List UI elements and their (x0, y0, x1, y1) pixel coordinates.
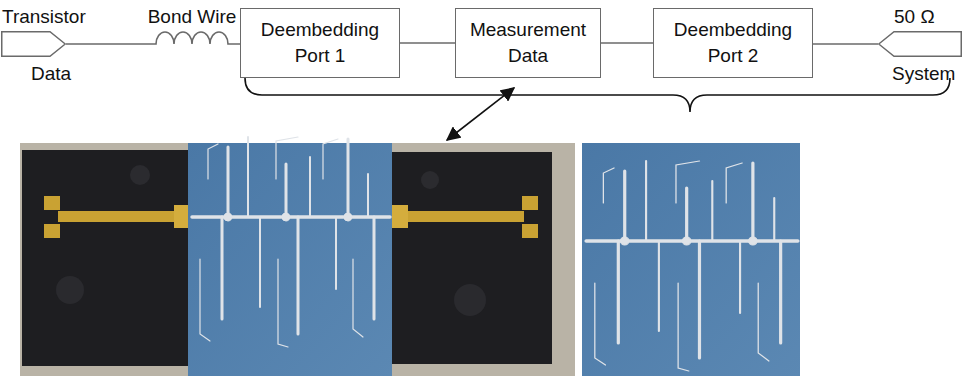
port-name: Transistor (2, 6, 86, 29)
double-arrow (447, 88, 514, 140)
port-symbol: TransistorData (1, 31, 66, 57)
process-box: Deembedding Port 1 (240, 8, 400, 78)
box-label: Measurement Data (466, 17, 590, 68)
port-outline (878, 31, 962, 57)
port-outline (1, 31, 66, 57)
bond-wire (66, 32, 240, 44)
port-caption: System (892, 63, 955, 86)
connector-line (813, 43, 878, 45)
port-outline (879, 32, 962, 57)
curly-brace (245, 78, 950, 112)
connector-line (400, 42, 455, 44)
process-box: Deembedding Port 2 (653, 8, 813, 78)
box-label: Deembedding Port 1 (251, 17, 389, 68)
port-outline (2, 32, 66, 57)
process-box: Measurement Data (455, 8, 601, 78)
edge-label: Bond Wire (146, 6, 239, 29)
port-symbol: 50 ΩSystem (878, 31, 962, 57)
port-name: 50 Ω (894, 6, 935, 29)
box-label: Deembedding Port 2 (664, 17, 802, 68)
port-caption: Data (31, 63, 71, 86)
measurement-photo (20, 137, 575, 376)
chip-photo (582, 143, 800, 376)
connector-line (601, 42, 653, 44)
